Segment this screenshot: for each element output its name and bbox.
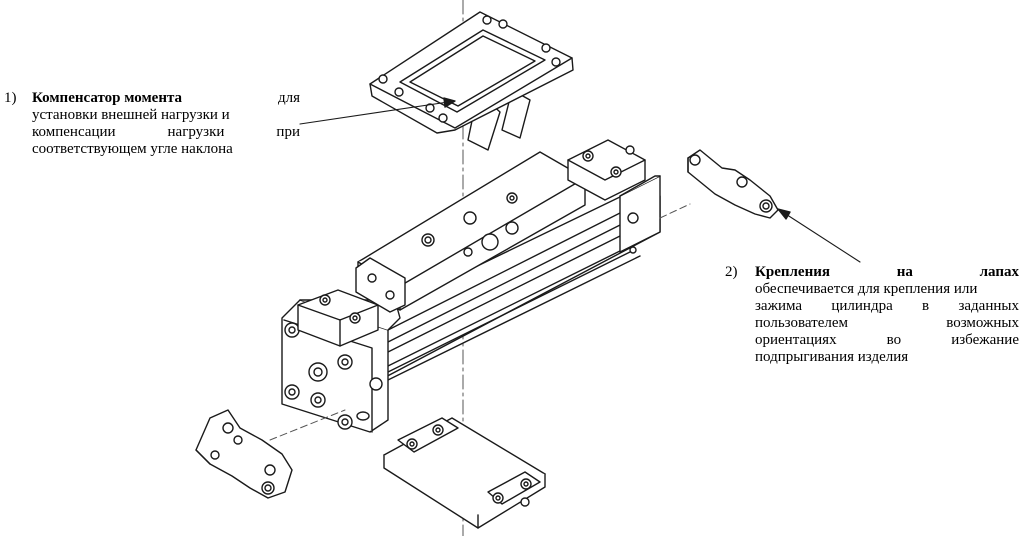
callout-word: в <box>922 298 930 314</box>
callout-title-word: Крепления <box>755 264 830 280</box>
callout-word: заданных <box>958 298 1019 314</box>
callout-line: соответствующем угле наклона <box>32 141 233 157</box>
callout-line-justified: компенсации нагрузки при <box>32 124 300 141</box>
slide-carriage <box>356 140 645 312</box>
callout-word: зажима <box>755 298 803 314</box>
foot-projection-line-right <box>660 204 690 218</box>
callout-title: Компенсатор момента <box>32 90 183 106</box>
callout-line-justified: зажима цилиндра в заданных <box>755 298 1019 315</box>
callout-line: обеспечивается для крепления или <box>755 281 978 297</box>
callout-word: избежание <box>951 332 1019 348</box>
leader-arrow-2 <box>778 209 790 219</box>
leader-line-2 <box>778 209 860 262</box>
adapter-plate <box>384 418 545 528</box>
callout-title-tail: для <box>277 90 300 106</box>
callout-line: установки внешней нагрузки и <box>32 107 230 123</box>
callout-line-justified: пользователем возможных <box>755 315 1019 332</box>
callout-word: во <box>886 332 902 348</box>
foot-mounting-left <box>196 410 292 498</box>
callout-title-word: на <box>896 264 913 280</box>
callout-title-row: Компенсатор момента для <box>32 90 300 107</box>
callout-word: пользователем <box>755 315 848 331</box>
callout-number: 2) <box>725 264 738 280</box>
callout-title-word: лапах <box>979 264 1019 280</box>
callout-number: 1) <box>4 90 17 106</box>
callout-word: нагрузки <box>167 124 225 140</box>
callout-line-justified: ориентациях во избежание <box>755 332 1019 349</box>
callout-line: подпрыгивания изделия <box>755 349 909 365</box>
moment-compensator <box>370 12 573 150</box>
rodless-cylinder <box>282 176 660 432</box>
callout-title-row: Крепления на лапах <box>755 264 1019 281</box>
callout-word: цилиндра <box>831 298 893 314</box>
callout-word: возможных <box>946 315 1019 331</box>
foot-projection-line-left <box>270 410 345 440</box>
leader-arrow-1 <box>444 98 455 107</box>
leader-line-1 <box>300 101 455 124</box>
callout-word: компенсации <box>32 124 116 140</box>
callout-word: ориентациях <box>755 332 837 348</box>
foot-mounting-right <box>688 150 778 218</box>
callout-word: при <box>276 124 300 140</box>
